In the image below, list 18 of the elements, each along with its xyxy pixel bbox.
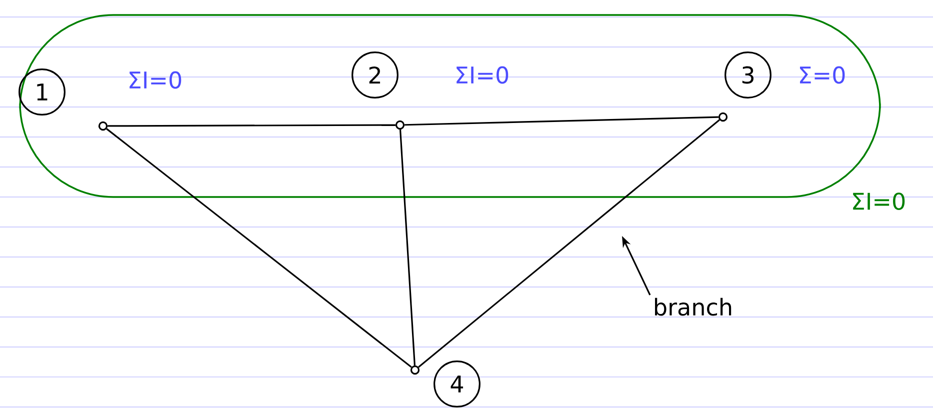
node-number: 3: [724, 52, 772, 98]
junction-dot: [98, 121, 108, 131]
branch-line: [418, 119, 720, 368]
junction-dot: [718, 112, 728, 122]
node-number: 1: [18, 68, 66, 116]
node-number: 2: [352, 52, 398, 98]
node-number: 4: [434, 360, 480, 408]
branch-line: [108, 124, 396, 127]
sum-label: ΣI=0: [130, 71, 182, 89]
sum-label: ΣI=0: [853, 192, 905, 210]
junction-dot: [410, 365, 420, 375]
branch-label: branch: [655, 298, 732, 316]
sum-label: Σ=0: [800, 66, 845, 84]
branch-line: [404, 116, 718, 126]
branch-line: [399, 130, 416, 366]
junction-dot: [395, 120, 405, 130]
sum-label: ΣI=0: [456, 66, 508, 84]
branch-line: [106, 128, 412, 368]
